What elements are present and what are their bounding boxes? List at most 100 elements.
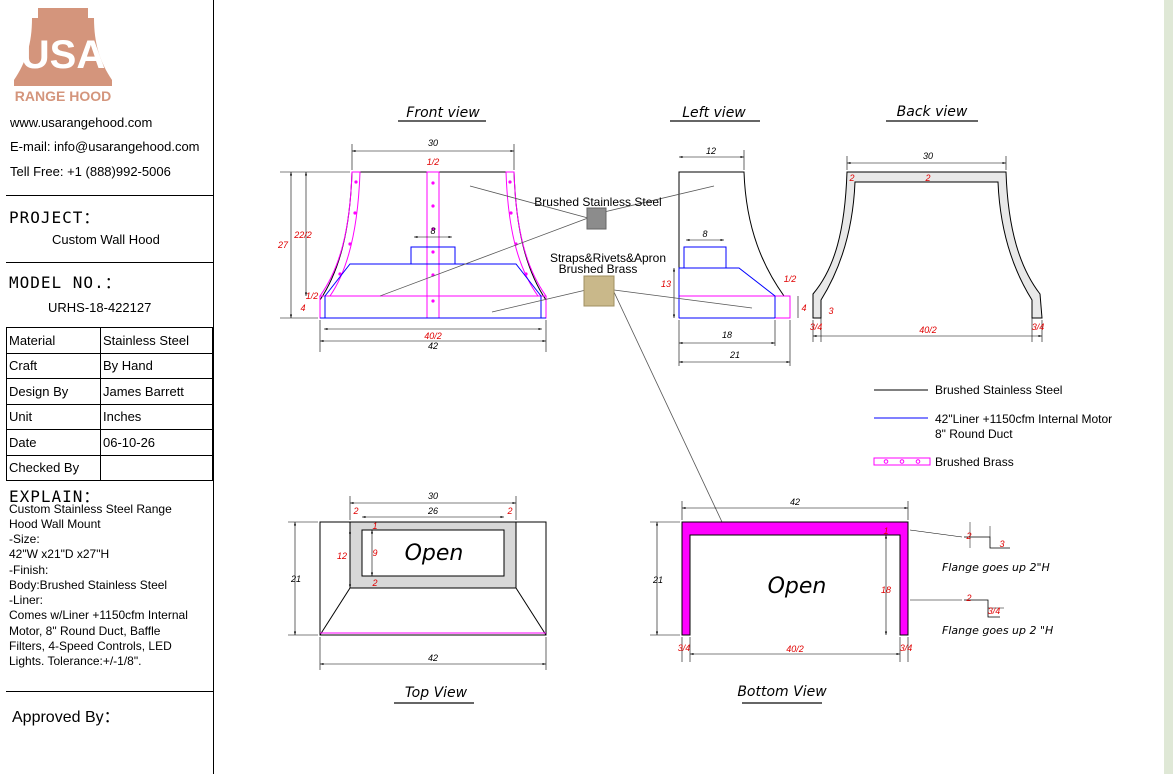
dimension-label: 42	[428, 341, 438, 351]
brass-swatch	[583, 275, 615, 307]
prop-value: By Hand	[100, 352, 213, 379]
explain-line: Lights. Tolerance:+/-1/8".	[9, 654, 142, 668]
explain-line: Custom Stainless Steel Range	[9, 502, 172, 516]
legend-steel: Brushed Stainless Steel	[935, 383, 1062, 397]
explain-line: Comes w/Liner +1150cfm Internal	[9, 608, 188, 622]
explain-line: Hood Wall Mount	[9, 517, 101, 531]
dimension-label: 12	[706, 146, 716, 156]
dimension-label: 2	[924, 173, 930, 183]
dimension-label: 9	[372, 548, 377, 558]
dimension-label: 21	[729, 350, 740, 360]
dimension-label: 40/2	[424, 331, 442, 341]
prop-label: Craft	[6, 352, 101, 379]
left-view: 12 8 13 18 21 1/2 4	[661, 146, 807, 366]
dimension-label: 3	[828, 306, 833, 316]
top-view-title: Top View	[405, 685, 468, 701]
bottom-view: 42 21 18 1 40/2 3/4 3/4 Open	[650, 497, 963, 662]
prop-label: Design By	[6, 378, 101, 405]
explain-line: -Size:	[9, 532, 40, 546]
dimension-label: 1	[883, 526, 888, 536]
bottom-open-label: Open	[768, 574, 827, 599]
dimension-label: 3/4	[988, 606, 1001, 616]
explain-line: Body:Brushed Stainless Steel	[9, 578, 168, 592]
left-view-title: Left view	[682, 105, 746, 121]
model-value: URHS-18-422127	[48, 300, 152, 315]
dimension-label: 12	[337, 551, 347, 561]
dimension-label: 30	[428, 491, 438, 501]
usa-range-hood-logo: USA RANGE HOOD	[14, 8, 112, 104]
back-view: 30 40/2 2 2 3 3/4 3/4	[810, 151, 1044, 342]
dimension-label: 2	[965, 593, 971, 603]
prop-value: 06-10-26	[100, 429, 213, 456]
divider	[6, 195, 213, 196]
dimension-label: 4	[300, 303, 305, 313]
dimension-label: 3/4	[678, 643, 691, 653]
dimension-label: 13	[661, 279, 671, 289]
dimension-label: 30	[923, 151, 933, 161]
material-callouts: Brushed Stainless Steel Straps&Rivets&Ap…	[379, 185, 753, 523]
dimension-label: 40/2	[919, 325, 937, 335]
dimension-label: 18	[881, 585, 891, 595]
flange-note-2: Flange goes up 2 "H	[942, 624, 1053, 637]
prop-label: Checked By	[6, 454, 101, 481]
brass-callout-line1: Straps&Rivets&Apron	[550, 251, 666, 265]
dimension-label: 8	[702, 229, 707, 239]
divider	[6, 691, 213, 692]
dimension-label: 30	[428, 138, 438, 148]
steel-swatch	[586, 207, 607, 230]
dimension-label: 2	[506, 506, 512, 516]
dimension-label: 4	[801, 303, 806, 313]
divider	[6, 262, 213, 263]
dimension-label: 2	[352, 506, 358, 516]
dimension-label: 40/2	[786, 644, 804, 654]
steel-callout: Brushed Stainless Steel	[534, 195, 661, 209]
dimension-label: 27	[277, 240, 289, 250]
dimension-label: 1	[372, 521, 377, 531]
explain-line: 42"W x21"D x27"H	[9, 547, 110, 561]
legend: Brushed Stainless Steel 42"Liner +1150cf…	[873, 383, 1112, 469]
dimension-label: 18	[722, 330, 732, 340]
dimension-label: 2	[965, 531, 971, 541]
top-view: 30 26 2 2 12 9 1 2 21 42 Open	[288, 491, 547, 670]
dimension-label: 2	[371, 578, 377, 588]
logo-subtitle: RANGE HOOD	[15, 88, 111, 104]
dimension-label: 2	[848, 173, 854, 183]
bottom-view-title: Bottom View	[737, 684, 827, 700]
dimension-label: 1/2	[427, 157, 440, 167]
dimension-label: 22/2	[293, 230, 312, 240]
scrollbar-edge	[1164, 0, 1173, 774]
project-label: PROJECT：	[9, 208, 101, 227]
explain-line: -Liner:	[9, 593, 44, 607]
dimension-label: 8	[430, 226, 435, 236]
dimension-label: 1/2	[784, 274, 797, 284]
approved-by-label: Approved By：	[12, 709, 120, 726]
title-block: USA RANGE HOOD www.usarangehood.com E-ma…	[0, 0, 214, 774]
prop-value	[100, 454, 213, 481]
legend-brass: Brushed Brass	[935, 455, 1014, 469]
brass-callout-line2: Brushed Brass	[559, 262, 638, 276]
dimension-label: 3	[999, 539, 1004, 549]
view-titles: Front view Left view Back view Top View …	[394, 104, 978, 704]
back-view-title: Back view	[897, 104, 968, 120]
legend-liner-2: 8" Round Duct	[935, 427, 1013, 441]
explain-line: -Finish:	[9, 563, 49, 577]
phone-text: Tell Free: +1 (888)992-5006	[10, 164, 171, 179]
website-link[interactable]: www.usarangehood.com	[10, 115, 153, 130]
explain-label: EXPLAIN：	[9, 487, 101, 506]
dimension-label: 21	[652, 575, 663, 585]
top-open-label: Open	[405, 541, 464, 566]
email-text[interactable]: E-mail: info@usarangehood.com	[10, 139, 200, 154]
dimension-label: 26	[427, 506, 438, 516]
dimension-label: 1/2	[306, 291, 319, 301]
dimension-label: 21	[290, 574, 301, 584]
dimension-label: 3/4	[900, 643, 913, 653]
prop-label: Date	[6, 429, 101, 456]
dimension-label: 3/4	[810, 322, 823, 332]
dimension-label: 42	[790, 497, 800, 507]
flange-details: 2 3 2 3/4 Flange goes up 2"H Flange goes…	[942, 522, 1053, 637]
svg-text:USA: USA	[21, 33, 105, 77]
